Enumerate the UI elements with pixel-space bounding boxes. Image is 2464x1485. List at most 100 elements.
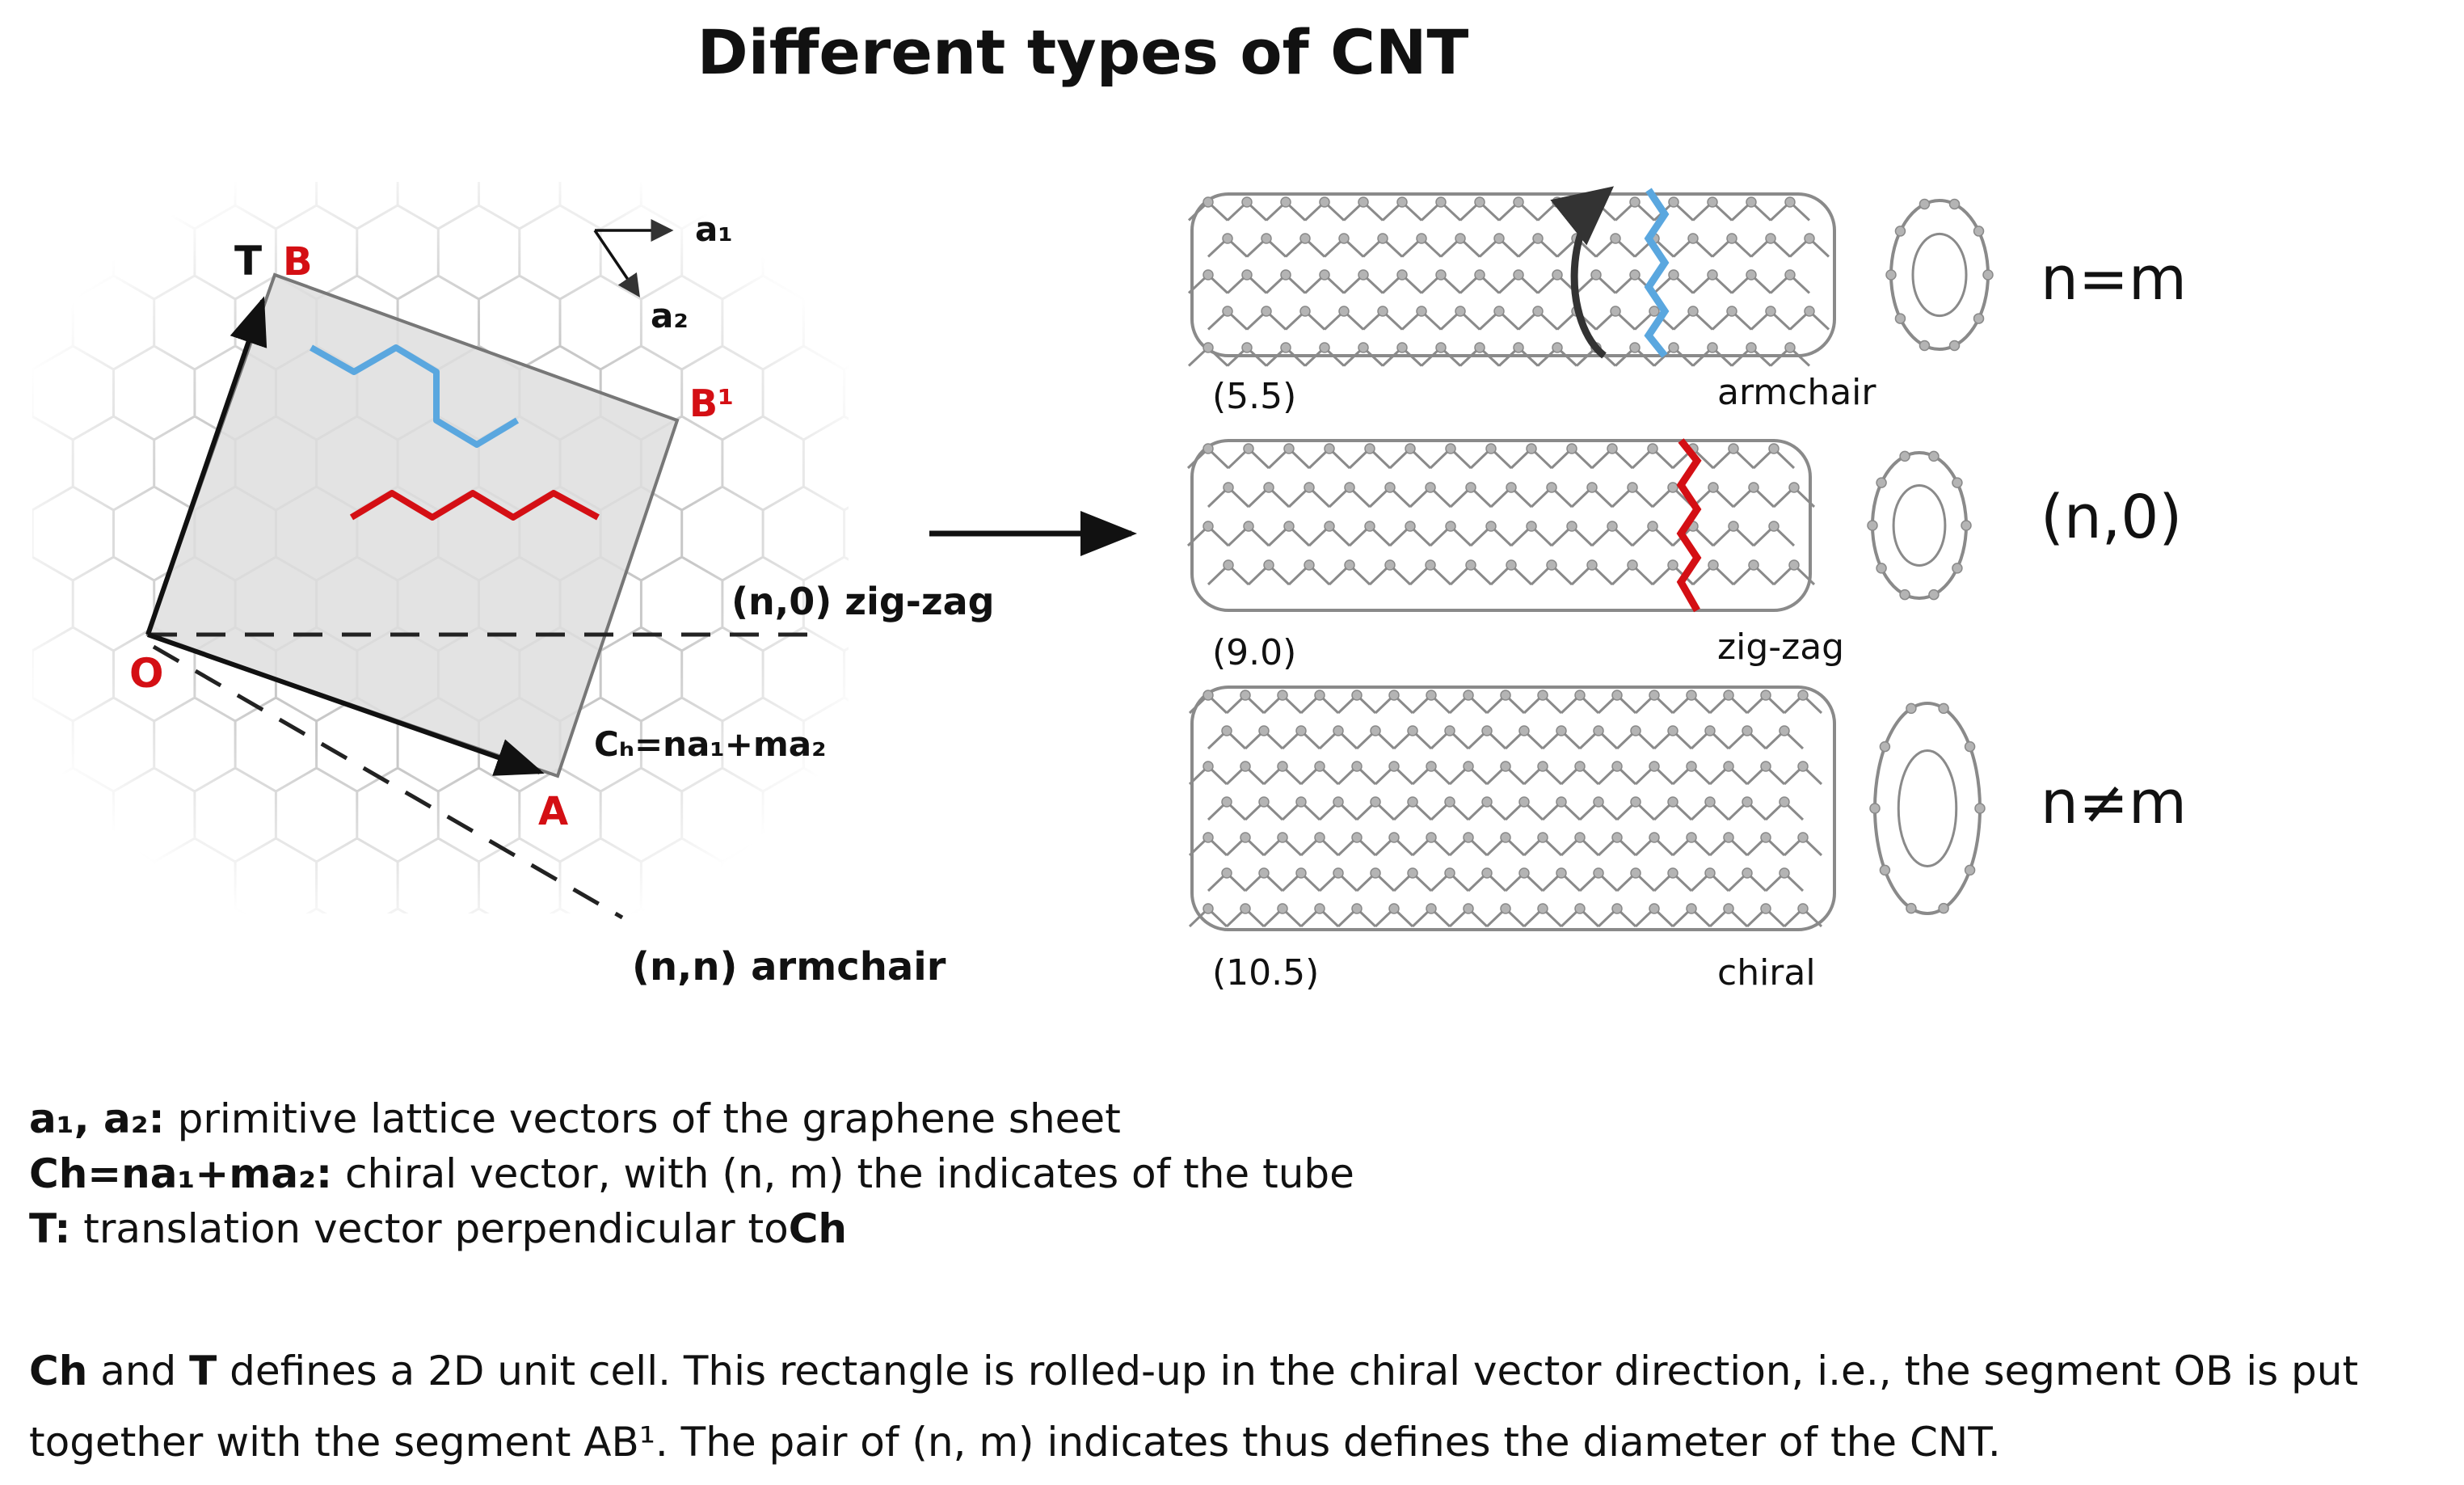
- label-B: B: [283, 239, 313, 285]
- atom: [1556, 796, 1567, 808]
- atom: [1416, 306, 1427, 317]
- atom: [1445, 521, 1456, 532]
- atom: [1445, 443, 1456, 454]
- atom: [1500, 690, 1511, 701]
- legend-row-t: T: translation vector perpendicular toCh: [29, 1205, 848, 1252]
- atom: [1906, 702, 1917, 715]
- atom: [1474, 342, 1485, 353]
- atom: [1726, 233, 1737, 244]
- atom: [1364, 443, 1375, 454]
- tube-armchair: [1187, 192, 1836, 367]
- atom: [1748, 482, 1759, 493]
- atom: [1982, 269, 1994, 281]
- atom: [1377, 306, 1388, 317]
- atom: [1593, 796, 1604, 808]
- atom: [1314, 903, 1325, 914]
- atom: [1707, 269, 1718, 281]
- atom: [1919, 340, 1931, 352]
- atom: [1760, 690, 1771, 701]
- tube-zigzag-bonds: [1186, 447, 1816, 586]
- atom: [1243, 443, 1254, 454]
- atom: [1552, 342, 1563, 353]
- atom: [1667, 725, 1678, 736]
- atom: [1630, 867, 1641, 879]
- atom: [1707, 196, 1718, 208]
- atom: [1407, 867, 1418, 879]
- atom: [1526, 521, 1537, 532]
- atom: [1765, 306, 1776, 317]
- atom: [1797, 832, 1809, 843]
- atom: [1667, 867, 1678, 879]
- atom: [1370, 796, 1381, 808]
- atom: [1500, 761, 1511, 772]
- atom: [1364, 521, 1375, 532]
- atom: [1532, 233, 1544, 244]
- atom: [1797, 761, 1809, 772]
- tube-armchair-cap-ring: [1889, 199, 1990, 351]
- atom: [1358, 342, 1369, 353]
- atom: [1879, 864, 1891, 876]
- atom: [1243, 521, 1254, 532]
- atom: [1686, 690, 1697, 701]
- atom: [1304, 559, 1315, 571]
- tube-armchair-cap-inner: [1911, 232, 1968, 318]
- atom: [1485, 521, 1497, 532]
- atom: [1768, 521, 1780, 532]
- atom: [1405, 443, 1416, 454]
- vector-Ch: [147, 632, 545, 776]
- atom: [1552, 196, 1563, 208]
- atom: [1493, 233, 1505, 244]
- tube-chiral-cap: [1869, 702, 1986, 915]
- tube-zigzag-type: zig-zag: [1717, 626, 1844, 668]
- atom: [1221, 725, 1232, 736]
- atom: [1566, 521, 1577, 532]
- atom: [1899, 589, 1910, 601]
- atom: [1546, 559, 1557, 571]
- atom: [1203, 832, 1214, 843]
- atom: [1788, 559, 1800, 571]
- armchair-dashed-line: [152, 644, 624, 920]
- atom: [1405, 521, 1416, 532]
- atom: [1556, 725, 1567, 736]
- atom: [1295, 725, 1307, 736]
- atom: [1556, 867, 1567, 879]
- atom: [1760, 903, 1771, 914]
- tube-chiral-rule: n≠m: [2041, 768, 2187, 837]
- atom: [1280, 342, 1291, 353]
- atom: [1283, 521, 1295, 532]
- label-armchair-line: (n,n) armchair: [632, 944, 946, 989]
- atom: [1426, 761, 1437, 772]
- atom: [1728, 521, 1739, 532]
- atom: [1788, 482, 1800, 493]
- atom: [1610, 306, 1621, 317]
- atom: [1407, 796, 1418, 808]
- atom: [1938, 702, 1949, 715]
- atom: [1760, 761, 1771, 772]
- atom: [1742, 725, 1753, 736]
- atom: [1779, 796, 1790, 808]
- atom: [1952, 563, 1963, 574]
- atom: [1222, 306, 1233, 317]
- atom: [1344, 559, 1355, 571]
- atom: [1221, 867, 1232, 879]
- atom: [1667, 482, 1678, 493]
- atom: [1746, 269, 1757, 281]
- atom: [1728, 443, 1739, 454]
- atom: [1351, 903, 1363, 914]
- tube-armchair-outline: [1190, 192, 1836, 357]
- atom: [1537, 903, 1548, 914]
- atom: [1485, 443, 1497, 454]
- atom: [1649, 306, 1660, 317]
- tube-chiral: [1188, 686, 1836, 931]
- atom: [1723, 690, 1734, 701]
- atom: [1708, 559, 1719, 571]
- atom: [1426, 690, 1437, 701]
- atom: [1686, 903, 1697, 914]
- definitions-legend: a₁, a₂: primitive lattice vectors of the…: [29, 1091, 1354, 1256]
- label-a1: a₁: [695, 209, 733, 249]
- atom: [1221, 796, 1232, 808]
- tube-chiral-index: (10.5): [1212, 952, 1319, 994]
- tube-chiral-cap-ring: [1873, 702, 1982, 915]
- atom: [1463, 761, 1474, 772]
- atom: [1203, 521, 1214, 532]
